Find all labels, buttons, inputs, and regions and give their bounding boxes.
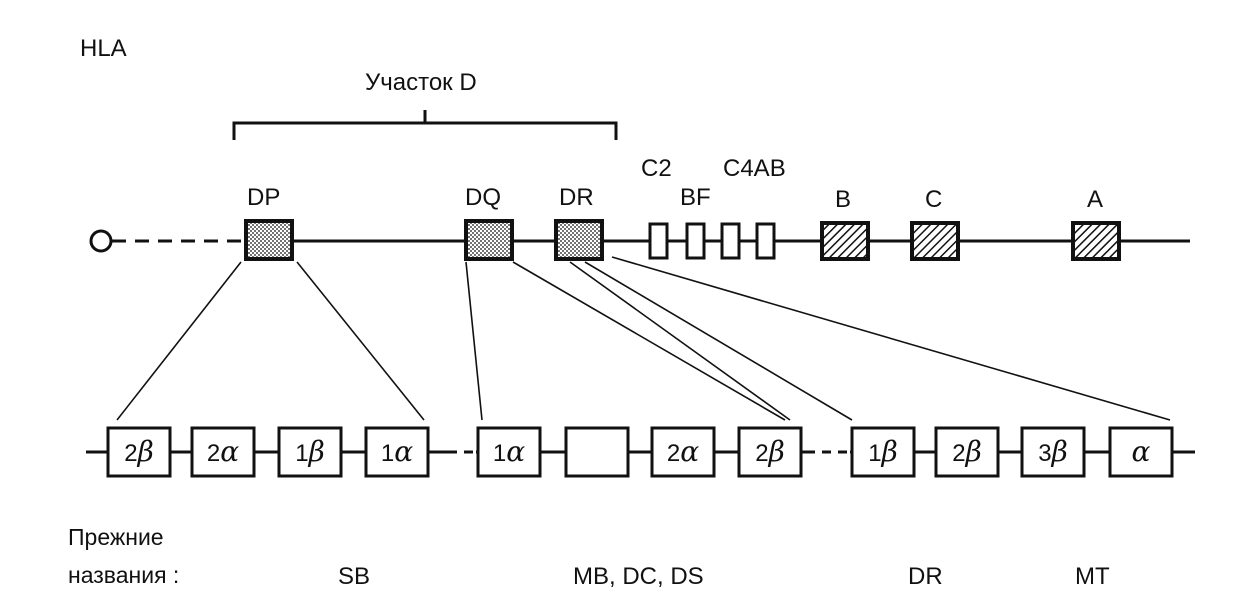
locus-label-bf: BF — [680, 184, 711, 211]
gene-chain-symbol: α — [1132, 435, 1151, 468]
gene-number: 2 — [207, 440, 220, 467]
former-name-mt: MT — [1075, 563, 1110, 590]
locus-box-a — [1071, 221, 1121, 261]
former-name-dr: DR — [908, 563, 943, 590]
former-names-heading-line1: Прежние — [68, 524, 164, 550]
region-d-label: Участок D — [365, 69, 477, 96]
gene-box: 1β — [850, 426, 916, 478]
gene-box-outline — [190, 426, 256, 478]
gene-box-outline — [650, 426, 716, 478]
gene-box-outline — [1108, 426, 1174, 478]
gene-box: 1α — [476, 426, 542, 478]
gene-box-outline — [850, 426, 916, 478]
gene-label: 2α — [207, 435, 239, 468]
region-d-bracket — [232, 110, 618, 140]
gene-number: 2 — [755, 440, 768, 467]
gene-box: 2α — [190, 426, 256, 478]
gene-chain-symbol: α — [394, 435, 413, 468]
gene-chain-symbol: α — [680, 435, 699, 468]
former-names-heading-line2: названия : — [68, 562, 179, 588]
gene-box: 2β — [737, 426, 803, 478]
locus-label-b: B — [835, 186, 851, 213]
locus-box-bf — [685, 222, 706, 260]
locus-box-c — [910, 221, 960, 261]
gene-chain-symbol: β — [768, 435, 785, 468]
locus-box-b — [820, 221, 870, 261]
locus-box-c2 — [648, 222, 669, 260]
gene-box: α — [1108, 426, 1174, 478]
gene-box-outline — [564, 426, 630, 478]
gene-label: 2β — [952, 435, 982, 468]
gene-box: 2α — [650, 426, 716, 478]
locus-label-a: A — [1087, 186, 1103, 213]
gene-box-outline — [106, 426, 172, 478]
diagram-title: HLA — [80, 35, 127, 62]
gene-number: 1 — [295, 440, 308, 467]
expansion-lines — [116, 256, 1171, 421]
gene-chain-symbol: β — [1051, 435, 1068, 468]
gene-box-outline — [737, 426, 803, 478]
centromere-marker — [89, 229, 113, 253]
gene-box: 1α — [364, 426, 430, 478]
gene-box: 2β — [934, 426, 1000, 478]
gene-label: 1β — [295, 435, 325, 468]
gene-chain-symbol: β — [881, 435, 898, 468]
gene-number: 1 — [381, 440, 394, 467]
gene-box: 2β — [106, 426, 172, 478]
former-name-mb-dc-ds: MB, DC, DS — [573, 563, 704, 590]
locus-label-c2: C2 — [641, 155, 672, 182]
gene-box-outline — [934, 426, 1000, 478]
locus-box-dr — [554, 219, 604, 261]
locus-box-c4b — [755, 222, 776, 260]
gene-box — [564, 426, 630, 478]
gene-number: 3 — [1038, 440, 1051, 467]
gene-label: 1α — [381, 435, 413, 468]
gene-number: 2 — [952, 440, 965, 467]
gene-label: 2α — [667, 435, 699, 468]
gene-label: 2β — [124, 435, 154, 468]
gene-box: 1β — [277, 426, 343, 478]
gene-chain-symbol: α — [506, 435, 525, 468]
gene-chain-symbol: β — [137, 435, 154, 468]
gene-box: 3β — [1020, 426, 1086, 478]
gene-label: 1α — [493, 435, 525, 468]
gene-label: 1β — [868, 435, 898, 468]
gene-box-outline — [476, 426, 542, 478]
gene-label: 3β — [1038, 435, 1068, 468]
locus-box-dp — [244, 219, 294, 261]
gene-label: 2β — [755, 435, 785, 468]
chromosome-line — [89, 229, 1190, 253]
gene-chain-symbol: β — [965, 435, 982, 468]
gene-chain-symbol: β — [308, 435, 325, 468]
locus-label-dq: DQ — [465, 184, 501, 211]
locus-label-c: C — [925, 186, 942, 213]
gene-number: 2 — [124, 440, 137, 467]
gene-number: 1 — [493, 440, 506, 467]
locus-label-dp: DP — [247, 184, 280, 211]
gene-label: α — [1132, 435, 1151, 468]
gene-chain-symbol: α — [220, 435, 239, 468]
former-name-sb: SB — [338, 563, 370, 590]
gene-box-outline — [364, 426, 430, 478]
locus-label-c4ab: C4AB — [723, 155, 786, 182]
gene-number: 1 — [868, 440, 881, 467]
gene-box-outline — [1020, 426, 1086, 478]
locus-box-dq — [464, 219, 514, 261]
locus-box-c4a — [720, 222, 741, 260]
gene-box-outline — [277, 426, 343, 478]
locus-label-dr: DR — [559, 184, 594, 211]
gene-number: 2 — [667, 440, 680, 467]
